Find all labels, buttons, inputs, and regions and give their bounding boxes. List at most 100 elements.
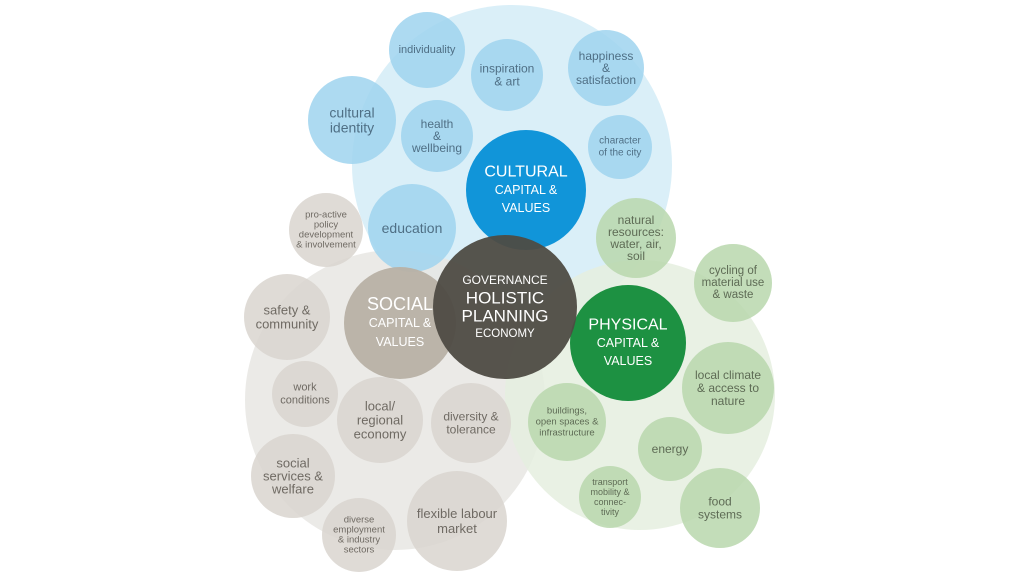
core-governance-label-line: GOVERNANCE bbox=[462, 273, 547, 287]
bubble-safety-community: safety &community bbox=[244, 274, 330, 360]
core-social-capital-label-line: VALUES bbox=[376, 335, 424, 349]
bubble-cultural-identity-label-line: cultural bbox=[329, 105, 374, 121]
bubble-natural-resources-circle bbox=[596, 198, 676, 278]
core-governance-label-line: ECONOMY bbox=[475, 328, 535, 340]
bubble-education-label-line: education bbox=[382, 220, 443, 236]
core-social-capital: SOCIAL CAPITAL & VALUES bbox=[344, 267, 456, 379]
bubble-social-services-welfare-label-line: social bbox=[276, 456, 309, 471]
bubble-inspiration-art-label-line: & art bbox=[494, 75, 520, 89]
bubble-social-services-welfare-label-line: welfare bbox=[271, 482, 314, 497]
bubble-diversity-tolerance: diversity &tolerance bbox=[431, 383, 511, 463]
bubble-social-services-welfare-label-line: services & bbox=[263, 469, 323, 484]
bubble-energy: energy bbox=[638, 417, 702, 481]
bubble-buildings-open-spaces-label-line: buildings, bbox=[547, 406, 587, 417]
bubble-transport-mobility-label-line: transport bbox=[592, 477, 628, 487]
bubble-local-regional-economy-label-line: regional bbox=[357, 413, 403, 428]
bubble-character-of-the-city-label-line: character bbox=[599, 136, 641, 147]
bubble-social-services-welfare-circle bbox=[251, 434, 335, 518]
bubble-inspiration-art-circle bbox=[471, 39, 543, 111]
bubble-safety-community-circle bbox=[244, 274, 330, 360]
bubble-pro-active-policy-label-line: policy bbox=[314, 220, 339, 231]
bubble-buildings-open-spaces-label-line: infrastructure bbox=[539, 428, 594, 439]
bubble-happiness-satisfaction: happiness&satisfaction bbox=[568, 30, 644, 106]
bubble-buildings-open-spaces-circle bbox=[528, 383, 606, 461]
bubble-individuality-label-line: individuality bbox=[399, 44, 456, 56]
bubble-cycling-material-use-label-line: cycling of bbox=[709, 265, 758, 277]
core-governance-label-line: HOLISTIC bbox=[466, 289, 544, 308]
bubble-diversity-tolerance-label-line: diversity & bbox=[443, 410, 498, 424]
bubble-cycling-material-use-label-line: material use bbox=[702, 277, 765, 289]
bubble-transport-mobility-circle bbox=[579, 466, 641, 528]
bubble-natural-resources-label-line: soil bbox=[627, 249, 645, 263]
core-social-capital-label-line: SOCIAL bbox=[367, 294, 433, 314]
bubble-safety-community-label-line: community bbox=[256, 317, 319, 332]
bubble-transport-mobility-label-line: connec- bbox=[594, 497, 626, 507]
bubble-diversity-tolerance-circle bbox=[431, 383, 511, 463]
bubble-food-systems-circle bbox=[680, 468, 760, 548]
bubble-pro-active-policy-label-line: pro-active bbox=[305, 210, 347, 221]
core-physical-capital-circle bbox=[570, 285, 686, 401]
bubble-flexible-labour-market-label-line: flexible labour bbox=[417, 506, 498, 521]
core-governance-circle bbox=[433, 235, 577, 379]
core-physical-capital-label-line: PHYSICAL bbox=[588, 317, 667, 334]
core-cultural-capital-circle bbox=[466, 130, 586, 250]
bubble-diverse-employment-circle bbox=[322, 498, 396, 572]
bubble-natural-resources-label-line: resources: bbox=[608, 225, 664, 239]
bubble-safety-community-label-line: safety & bbox=[264, 303, 311, 318]
bubble-diverse-employment-label-line: employment bbox=[333, 525, 385, 536]
core-cultural-capital-label-line: CULTURAL bbox=[484, 164, 567, 181]
bubble-local-climate-label-line: & access to bbox=[697, 381, 759, 395]
bubble-transport-mobility-label-line: tivity bbox=[601, 507, 620, 517]
bubble-happiness-satisfaction-circle bbox=[568, 30, 644, 106]
bubble-work-conditions-label-line: conditions bbox=[280, 395, 330, 407]
bubble-health-wellbeing-label-line: & bbox=[433, 129, 441, 143]
bubble-pro-active-policy-label-line: development bbox=[299, 230, 354, 241]
bubble-transport-mobility-label-line: mobility & bbox=[590, 487, 629, 497]
bubble-diverse-employment-label-line: sectors bbox=[344, 545, 375, 556]
bubble-cultural-identity-circle bbox=[308, 76, 396, 164]
bubble-work-conditions-label-line: work bbox=[292, 382, 317, 394]
core-social-capital-label-line: CAPITAL & bbox=[369, 316, 432, 330]
bubble-pro-active-policy-circle bbox=[289, 193, 363, 267]
bubble-happiness-satisfaction-label-line: & bbox=[602, 61, 610, 75]
bubble-buildings-open-spaces-label-line: open spaces & bbox=[536, 417, 600, 428]
core-governance-label-line: PLANNING bbox=[462, 307, 549, 326]
bubble-cultural-identity-label-line: identity bbox=[330, 120, 374, 136]
bubble-local-regional-economy-label-line: local/ bbox=[365, 399, 396, 414]
bubble-buildings-open-spaces: buildings,open spaces &infrastructure bbox=[528, 383, 606, 461]
bubble-food-systems-label-line: food bbox=[708, 495, 731, 509]
bubble-diversity-tolerance-label-line: tolerance bbox=[446, 423, 496, 437]
bubble-character-of-the-city-circle bbox=[588, 115, 652, 179]
bubble-natural-resources-label-line: water, air, bbox=[609, 237, 661, 251]
bubble-diverse-employment-label-line: & industry bbox=[338, 535, 380, 546]
bubble-energy-label-line: energy bbox=[652, 442, 689, 456]
core-cultural-capital-label-line: VALUES bbox=[502, 201, 550, 215]
bubble-local-regional-economy-circle bbox=[337, 377, 423, 463]
bubble-work-conditions-circle bbox=[272, 361, 338, 427]
bubble-natural-resources-label-line: natural bbox=[618, 213, 655, 227]
bubble-local-climate-label-line: nature bbox=[711, 394, 745, 408]
bubble-food-systems-label-line: systems bbox=[698, 508, 742, 522]
bubble-education: education bbox=[368, 184, 456, 272]
core-cultural-capital-label-line: CAPITAL & bbox=[495, 183, 558, 197]
bubble-health-wellbeing-label-line: wellbeing bbox=[411, 141, 462, 155]
bubble-happiness-satisfaction-label-line: satisfaction bbox=[576, 73, 636, 87]
core-cultural-capital: CULTURAL CAPITAL & VALUES bbox=[466, 130, 586, 250]
bubble-energy-circle bbox=[638, 417, 702, 481]
bubble-happiness-satisfaction-label-line: happiness bbox=[579, 49, 634, 63]
bubble-health-wellbeing-label-line: health bbox=[421, 117, 454, 131]
bubble-health-wellbeing: health&wellbeing bbox=[401, 100, 473, 172]
bubble-local-climate-circle bbox=[682, 342, 774, 434]
